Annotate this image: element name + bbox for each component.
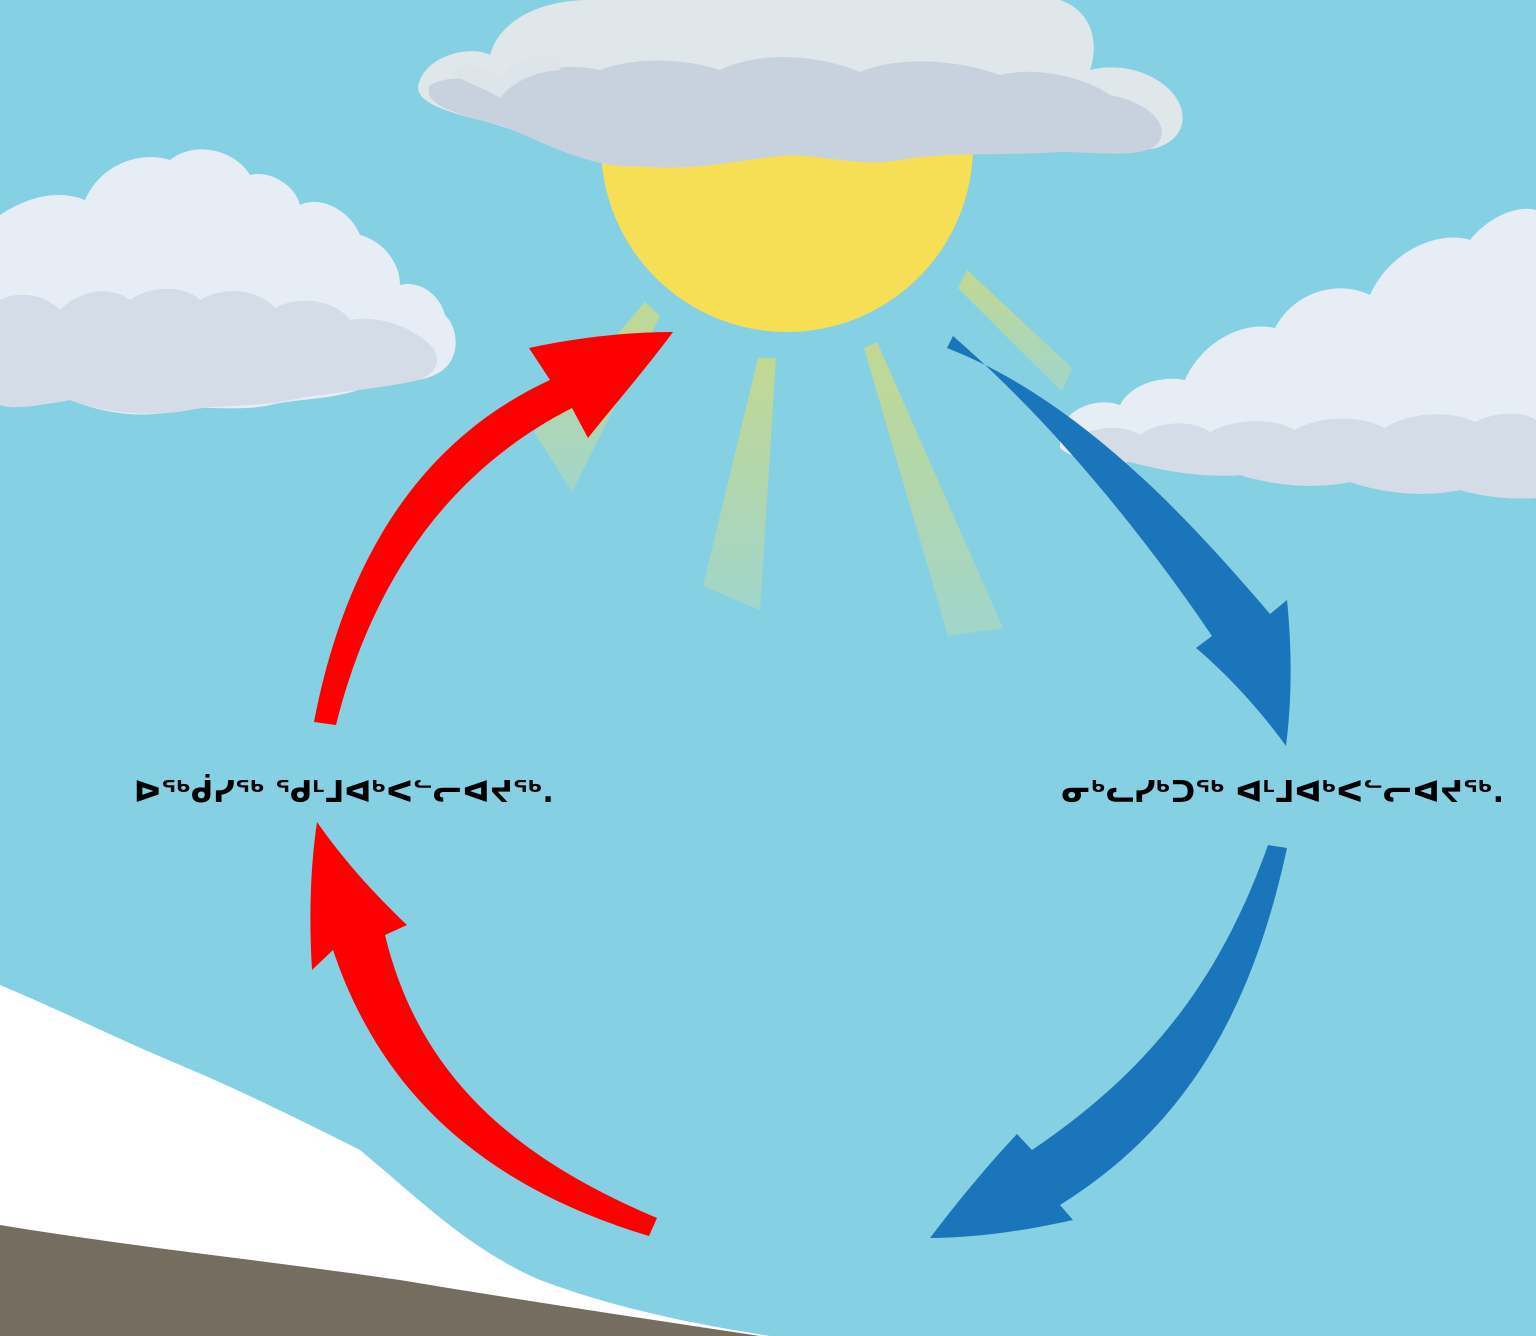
right-cycle-label: ᓂᒃᓚᓯᒃᑐᖅ ᐊᒻᒧᐊᒃᐸᓪᓕᐊᔪᖅ. [1061, 775, 1504, 810]
sun-ray [864, 342, 1003, 636]
sun-ray [958, 270, 1072, 392]
sun-ray [703, 358, 776, 610]
warm-arrows [310, 332, 673, 1236]
cycle-arrow-icon [947, 336, 1291, 746]
cloud-icon [418, 0, 1183, 168]
ground-hill [0, 1225, 760, 1336]
cloud-icon [1060, 208, 1536, 499]
cycle-arrow-icon [310, 822, 657, 1236]
snow-hill [0, 985, 770, 1336]
cool-arrows [930, 336, 1291, 1238]
cycle-arrow-icon [930, 845, 1287, 1238]
cycle-arrow-icon [314, 332, 673, 725]
cloud-icon [0, 149, 456, 415]
left-cycle-label: ᐅᖅᑰᓯᖅ ᖁᒻᒧᐊᒃᐸᓪᓕᐊᔪᖅ. [134, 775, 554, 810]
